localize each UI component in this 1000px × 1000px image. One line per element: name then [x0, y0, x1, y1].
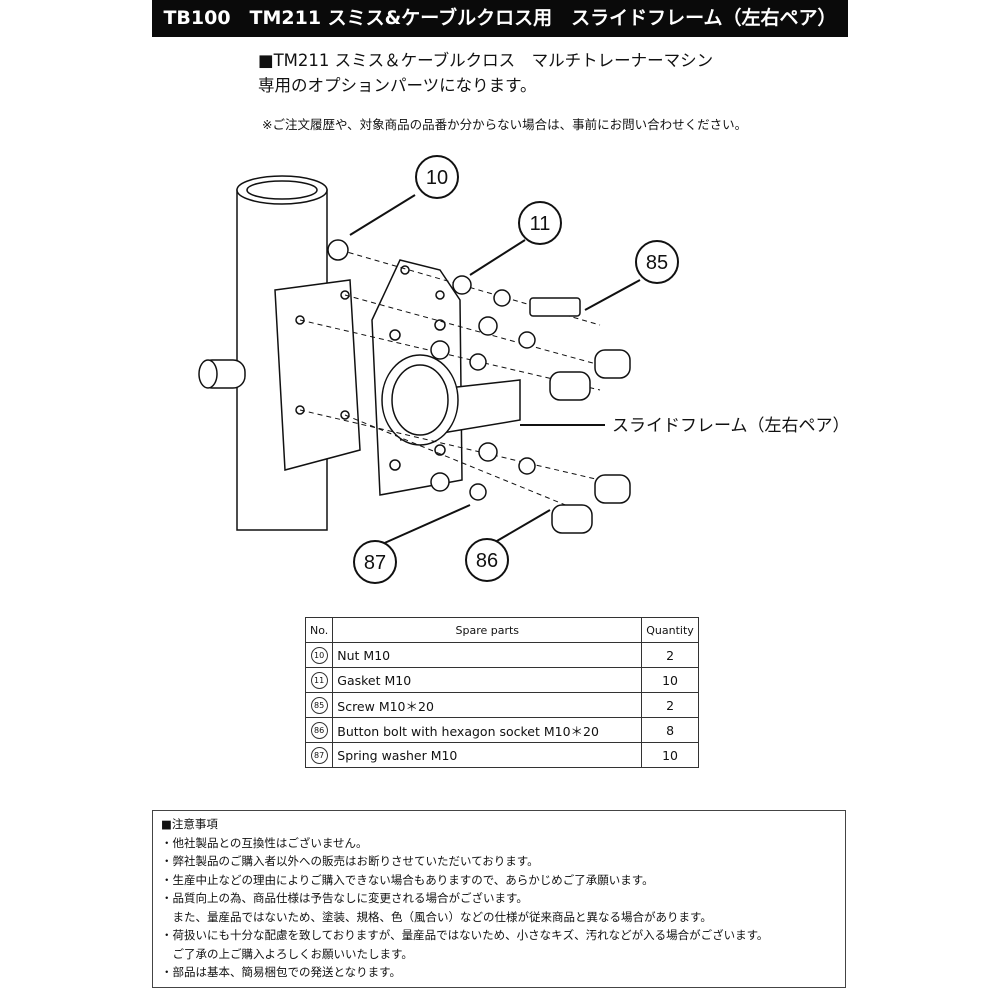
intro: ■TM211 スミス＆ケーブルクロス マルチトレーナーマシン 専用のオプションパ… [258, 48, 713, 98]
callout-11: 11 [530, 213, 551, 235]
part-no: 87 [310, 747, 328, 764]
inquiry-note: ※ご注文履歴や、対象商品の品番か分からない場合は、事前にお問い合わせください。 [262, 117, 748, 132]
col-qty: Quantity [641, 617, 699, 643]
notes-box: ■注意事項 ・他社製品との互換性はございません。 ・弊社製品のご購入者以外への販… [152, 810, 846, 988]
note-item: ・生産中止などの理由によりご購入できない場合もありますので、あらかじめご了承願い… [161, 872, 654, 887]
callout-86: 86 [476, 550, 498, 572]
callout-circles [353, 155, 679, 584]
callout-85: 85 [646, 252, 668, 274]
part-no: 11 [310, 672, 328, 689]
note-item: ・荷扱いにも十分な配慮を致しておりますが、量産品ではないため、小さなキズ、汚れな… [161, 928, 769, 942]
part-qty: 8 [641, 717, 699, 743]
exploded-diagram: 10 11 85 87 86 スライドフレーム（左右ペア） [198, 155, 850, 584]
note-item: ご了承の上ご購入よろしくお願いいたします。 [161, 946, 413, 961]
intro-line-2: 専用のオプションパーツになります。 [258, 76, 537, 95]
part-name: Gasket M10 [332, 667, 643, 693]
part-name: Spring washer M10 [332, 742, 643, 768]
callout-arrows [349, 194, 641, 546]
note-item: ・弊社製品のご購入者以外への販売はお断りさせていただいております。 [161, 854, 539, 868]
part-no: 85 [310, 697, 328, 714]
note-item: ・部品は基本、簡易梱包での発送となります。 [161, 965, 402, 979]
fasteners [327, 239, 631, 534]
part-qty: 10 [641, 742, 699, 768]
part-name: Nut M10 [332, 642, 643, 668]
notes-title: ■注意事項 [161, 817, 218, 831]
part-qty: 10 [641, 667, 699, 693]
note-item: ・品質向上の為、商品仕様は予告なしに変更される場合がございます。 [161, 891, 528, 905]
note-item: また、量産品ではないため、塗装、規格、色（風合い）などの仕様が従来商品と異なる場… [161, 909, 712, 924]
part-qty: 2 [641, 692, 699, 718]
col-parts: Spare parts [332, 617, 643, 643]
part-no: 86 [310, 722, 328, 739]
part-name: Button bolt with hexagon socket M10＊20 [332, 717, 643, 743]
part-qty: 2 [641, 642, 699, 668]
part-name: Screw M10＊20 [332, 692, 643, 718]
part-no: 10 [310, 647, 328, 664]
callout-87: 87 [364, 552, 386, 574]
note-item: ・他社製品との互換性はございません。 [161, 835, 368, 850]
page-title: TB100 TM211 スミス&ケーブルクロス用 スライドフレーム（左右ペア） [152, 0, 848, 37]
intro-line-1: ■TM211 スミス＆ケーブルクロス マルチトレーナーマシン [258, 51, 714, 70]
frame-label: スライドフレーム（左右ペア） [612, 416, 850, 435]
callout-10: 10 [426, 167, 448, 189]
plate-illustration [274, 279, 361, 471]
col-no: No. [304, 617, 334, 643]
bracket-illustration [371, 259, 521, 496]
